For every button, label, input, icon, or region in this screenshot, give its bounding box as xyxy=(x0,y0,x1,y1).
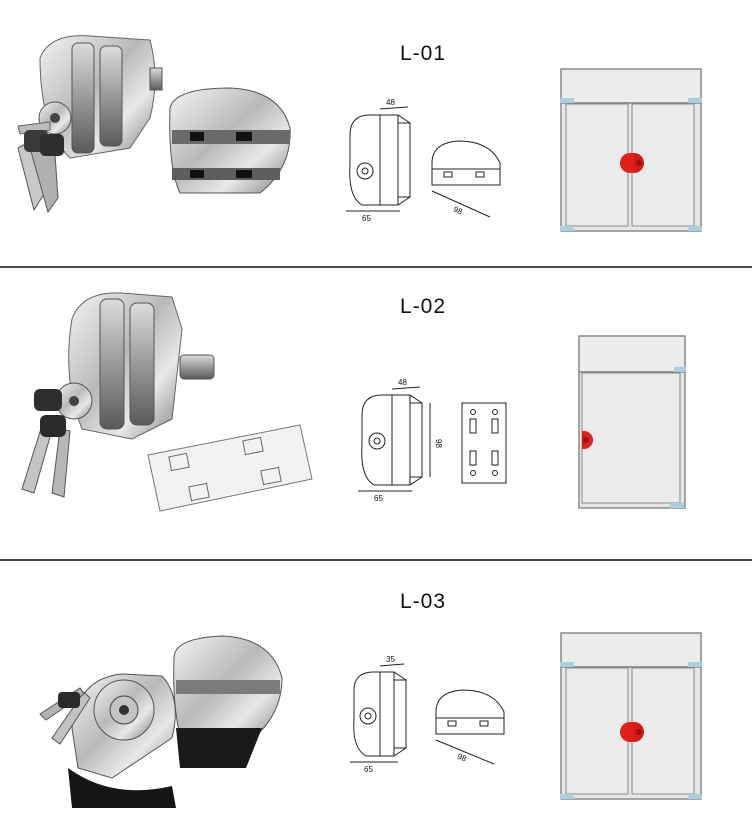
svg-text:98: 98 xyxy=(434,439,443,448)
svg-text:65: 65 xyxy=(362,214,371,223)
product-section-l01: L-01 48 xyxy=(0,0,752,266)
svg-text:35: 35 xyxy=(386,655,395,664)
dimension-drawing: 35 65 98 xyxy=(350,655,505,774)
svg-text:98: 98 xyxy=(452,205,464,217)
svg-text:98: 98 xyxy=(456,752,468,764)
door-diagram xyxy=(560,632,702,800)
dimension-drawing: 48 65 98 xyxy=(346,98,501,223)
svg-text:48: 48 xyxy=(386,98,395,107)
door-diagram xyxy=(578,335,686,509)
dimension-drawing: 48 65 98 xyxy=(358,378,507,503)
section-divider xyxy=(0,266,752,268)
door-diagram xyxy=(560,68,702,232)
lock-photo xyxy=(21,292,313,512)
svg-text:65: 65 xyxy=(364,765,373,774)
product-section-l03: L-03 35 65 98 xyxy=(0,560,752,813)
lock-photo xyxy=(39,635,283,808)
product-code: L-02 xyxy=(400,295,447,318)
svg-text:48: 48 xyxy=(398,378,407,387)
svg-text:65: 65 xyxy=(374,494,383,503)
product-code: L-03 xyxy=(400,590,447,613)
product-code: L-01 xyxy=(400,42,447,65)
section-divider xyxy=(0,559,752,561)
lock-photo xyxy=(17,35,291,214)
product-section-l02: L-02 48 65 98 xyxy=(0,267,752,559)
